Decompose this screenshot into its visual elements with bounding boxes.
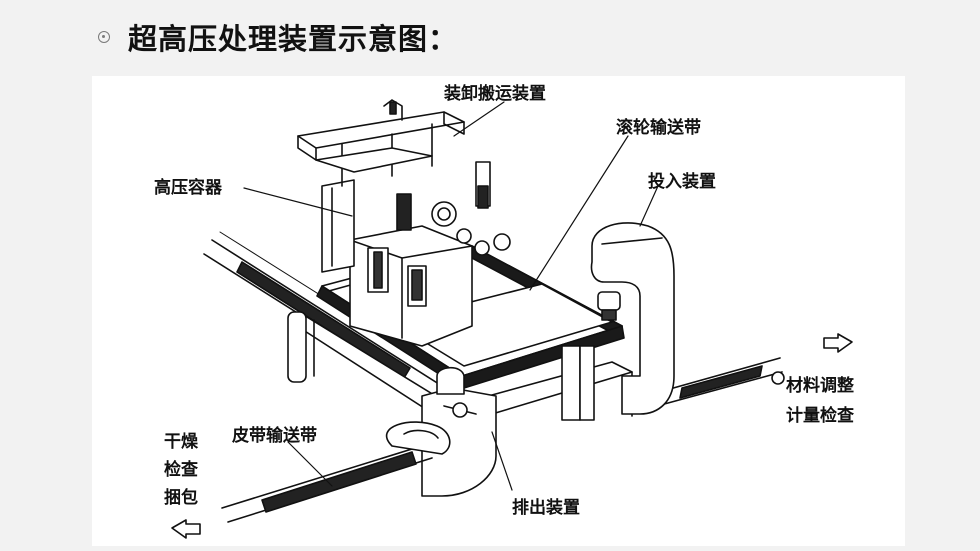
circle-bullet-icon [98, 31, 110, 43]
label-high-pressure-vessel: 高压容器 [154, 178, 222, 198]
pressure-vessel-block [321, 161, 511, 347]
label-loading-unloading: 装卸搬运装置 [444, 84, 546, 104]
slide-header: 超高压处理装置示意图： [0, 0, 980, 72]
machine-illustration [171, 99, 853, 539]
belt-conveyor [221, 421, 451, 523]
loading-crane [297, 99, 465, 187]
diagram-panel: 装卸搬运装置 滚轮输送带 投入装置 高压容器 材料调整 计量检查 皮带输送带 干… [92, 76, 905, 546]
label-dry-2: 检查 [164, 460, 198, 480]
discharge-device [421, 366, 497, 497]
left-exit-arrow-icon [171, 519, 201, 539]
label-material-adjust-2: 计量检查 [786, 406, 854, 426]
label-roller-conveyor: 滚轮输送带 [616, 118, 701, 138]
feeding-device [590, 222, 675, 415]
label-dry-3: 捆包 [164, 488, 198, 508]
label-dry-1: 干燥 [164, 432, 198, 452]
label-material-adjust-1: 材料调整 [786, 376, 854, 396]
label-leader-lines [243, 101, 659, 491]
label-belt-conveyor: 皮带输送带 [232, 426, 317, 446]
label-discharge-device: 排出装置 [512, 498, 580, 518]
right-entry-arrow-icon [823, 333, 853, 353]
label-feeding-device: 投入装置 [648, 172, 716, 192]
page-title: 超高压处理装置示意图： [128, 22, 459, 56]
